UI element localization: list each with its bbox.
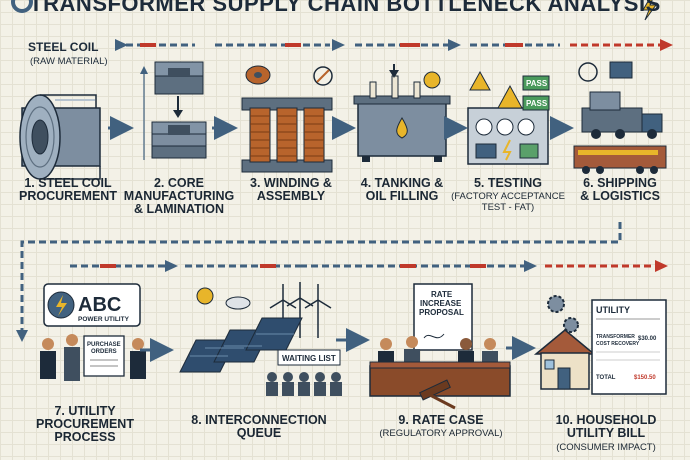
steel-coil-illustration [19, 94, 101, 180]
train-illustration [573, 145, 667, 174]
raw-material-sub: (RAW MATERIAL) [30, 56, 108, 67]
svg-text:PROPOSAL: PROPOSAL [419, 308, 464, 317]
raw-material-label: STEEL COIL [28, 40, 99, 54]
svg-text:PURCHASE: PURCHASE [87, 342, 121, 348]
rate-proposal-document: RATE INCREASE PROPOSAL [413, 283, 473, 351]
pass-tag: PASS [522, 75, 550, 91]
step-5-label: 5. TESTING [473, 176, 543, 190]
step-6-label: 6. SHIPPING& LOGISTICS [580, 176, 660, 203]
svg-text:RATE: RATE [431, 290, 453, 299]
winding-illustration [241, 65, 333, 173]
testing-panel-illustration [467, 70, 549, 165]
svg-text:TOTAL: TOTAL [596, 375, 616, 381]
solar-panels [179, 317, 303, 373]
step-3-label: 3. WINDING &ASSEMBLY [250, 176, 332, 203]
svg-text:PASS: PASS [526, 99, 548, 108]
svg-text:COST RECOVERY: COST RECOVERY [596, 341, 640, 347]
top-flow-line [115, 39, 673, 51]
svg-text:ABC: ABC [78, 294, 121, 316]
svg-text:ORDERS: ORDERS [91, 349, 117, 355]
waiting-list-sign: WAITING LIST [277, 349, 341, 366]
middle-flow-line [70, 260, 668, 272]
gavel-icon [419, 379, 456, 410]
svg-text:$150.50: $150.50 [634, 375, 656, 381]
step-4-label: 4. TANKING &OIL FILLING [360, 176, 444, 203]
step-9-label: 9. RATE CASE [398, 413, 484, 427]
cloud-icon [225, 296, 251, 310]
diagram-title: TRANSFORMER SUPPLY CHAIN BOTTLENECK ANAL… [29, 0, 661, 16]
step-10-sub: (CONSUMER IMPACT) [556, 442, 656, 453]
utility-bill: UTILITY TRANSFORMER COST RECOVERY $30.00… [591, 299, 667, 395]
svg-text:UTILITY: UTILITY [596, 305, 630, 315]
truck-illustration [578, 61, 663, 139]
abc-utility-sign: ABC POWER UTILITY [43, 283, 141, 327]
pass-tag: PASS [522, 95, 550, 111]
svg-text:INCREASE: INCREASE [420, 299, 462, 308]
svg-text:POWER UTILITY: POWER UTILITY [78, 316, 130, 323]
sun-icon [196, 287, 214, 305]
svg-text:PASS: PASS [526, 79, 548, 88]
business-people [40, 334, 146, 381]
flow-arrows-row2 [140, 328, 536, 362]
svg-text:TRANSFORMER: TRANSFORMER [596, 334, 635, 340]
row-connector [16, 222, 622, 342]
step-9-sub: (REGULATORY APPROVAL) [379, 428, 503, 439]
svg-text:$30.00: $30.00 [638, 336, 657, 342]
queue-people [266, 372, 342, 396]
lightning-icon [642, 0, 657, 21]
gear-icon [11, 0, 33, 13]
gear-icon [547, 295, 579, 333]
core-lamination-illustration [140, 61, 207, 160]
house-illustration [533, 329, 597, 390]
transformer-tank-illustration [353, 64, 451, 162]
svg-text:WAITING LIST: WAITING LIST [282, 354, 336, 363]
purchase-orders-board: PURCHASE ORDERS [83, 335, 125, 377]
